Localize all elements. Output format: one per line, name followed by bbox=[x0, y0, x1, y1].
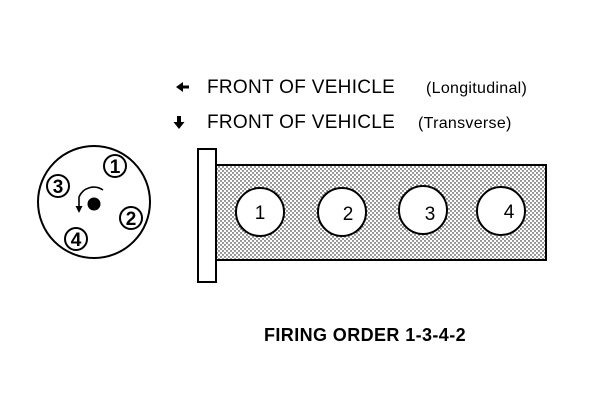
cylinder-4: 4 bbox=[476, 186, 526, 236]
distributor-cap: 1 2 3 4 bbox=[37, 145, 151, 259]
front-longitudinal-qualifier: (Longitudinal) bbox=[426, 80, 527, 97]
distributor-terminal-2: 2 bbox=[119, 206, 143, 230]
firing-order-caption: FIRING ORDER 1-3-4-2 bbox=[264, 325, 466, 345]
front-longitudinal-label: FRONT OF VEHICLE bbox=[207, 77, 395, 98]
cylinder-4-label: 4 bbox=[504, 202, 515, 223]
cylinder-1-label: 1 bbox=[255, 203, 266, 224]
counterclockwise-arrow-icon bbox=[75, 186, 104, 213]
engine-front-plate bbox=[197, 148, 217, 283]
distributor-terminal-4: 4 bbox=[64, 227, 88, 251]
front-transverse-qualifier: (Transverse) bbox=[418, 115, 512, 132]
cylinder-2: 2 bbox=[317, 187, 367, 237]
arrow-down-icon bbox=[173, 116, 185, 129]
front-transverse-row: FRONT OF VEHICLE (Transverse) bbox=[173, 112, 512, 133]
cylinder-3-label: 3 bbox=[425, 204, 436, 225]
engine-block: 1 2 3 4 bbox=[197, 148, 547, 283]
distributor-terminal-1-label: 1 bbox=[110, 157, 121, 178]
distributor-terminal-1: 1 bbox=[103, 154, 127, 178]
cylinder-2-label: 2 bbox=[343, 204, 354, 225]
front-transverse-label: FRONT OF VEHICLE bbox=[207, 112, 395, 133]
cylinder-3: 3 bbox=[398, 185, 448, 235]
distributor-terminal-2-label: 2 bbox=[126, 209, 137, 230]
distributor-rotor-hub bbox=[87, 197, 101, 211]
distributor-terminal-3-label: 3 bbox=[53, 177, 64, 198]
distributor-terminal-3: 3 bbox=[46, 174, 70, 198]
distributor-terminal-4-label: 4 bbox=[71, 230, 82, 251]
front-longitudinal-row: FRONT OF VEHICLE (Longitudinal) bbox=[176, 77, 527, 98]
arrow-left-icon bbox=[176, 82, 189, 92]
cylinder-1: 1 bbox=[235, 187, 285, 237]
